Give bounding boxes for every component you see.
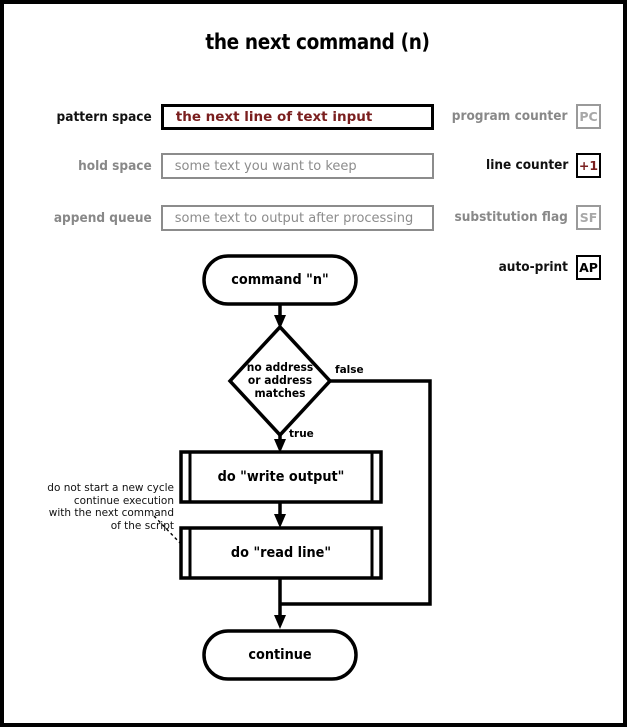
decision-label-line-1: no address (246, 360, 314, 374)
pattern-space-label: pattern space (56, 109, 152, 125)
hold-space-label: hold space (78, 158, 152, 174)
decision-label-line-2: or address (247, 373, 313, 387)
process-box-read-line-shape (179, 526, 383, 580)
program-counter-label: program counter (452, 108, 568, 124)
flag-row-program-counter: program counter PC (438, 103, 601, 129)
edge-label-true: true (289, 428, 314, 440)
pattern-space-field[interactable]: the next line of text input (160, 104, 434, 130)
arrowhead-to-continue (274, 615, 286, 629)
register-row-append-queue: append queue some text to output after p… (34, 204, 434, 232)
annotation-line-4: of the script (110, 519, 174, 532)
annotation-note: do not start a new cycle continue execut… (26, 482, 174, 532)
annotation-line-1: do not start a new cycle (47, 482, 174, 494)
auto-print-label: auto-print (498, 259, 568, 275)
decision-label-line-3: matches (254, 386, 306, 400)
line-counter-label: line counter (485, 157, 568, 173)
flag-row-auto-print: auto-print AP (490, 254, 601, 280)
append-queue-field[interactable]: some text to output after processing (160, 205, 434, 231)
process-box-write-output-shape (179, 450, 383, 504)
flowchart (153, 254, 432, 681)
auto-print-badge: AP (576, 254, 601, 280)
edge-false-path (280, 379, 432, 606)
edge-label-false: false (335, 364, 364, 376)
start-terminal-label: command "n" (231, 272, 329, 288)
register-row-pattern-space: pattern space the next line of text inpu… (34, 103, 434, 131)
end-terminal-shape (202, 629, 358, 681)
line-counter-badge: +1 (576, 152, 601, 178)
annotation-leader-line (153, 515, 183, 546)
arrowhead-start-to-decision (274, 315, 286, 329)
process-write-output-label: do "write output" (217, 469, 345, 485)
substitution-flag-label: substitution flag (454, 209, 568, 225)
page-title: the next command (n) (205, 30, 430, 54)
program-counter-badge: PC (576, 103, 601, 129)
arrowhead-write-to-read (274, 514, 286, 528)
end-terminal-label: continue (248, 647, 312, 663)
register-row-hold-space: hold space some text you want to keep (34, 152, 434, 180)
hold-space-field[interactable]: some text you want to keep (160, 153, 434, 179)
flag-row-line-counter: line counter +1 (476, 152, 601, 178)
process-read-line-label: do "read line" (230, 545, 332, 561)
decision-label: no address or address matches (229, 361, 331, 400)
annotation-line-3: with the next command (48, 507, 174, 519)
arrowhead-true (274, 439, 286, 453)
append-queue-label: append queue (53, 210, 152, 226)
flag-row-substitution-flag: substitution flag SF (441, 204, 601, 230)
substitution-flag-badge: SF (576, 204, 601, 230)
annotation-line-2: continue execution (73, 494, 174, 507)
